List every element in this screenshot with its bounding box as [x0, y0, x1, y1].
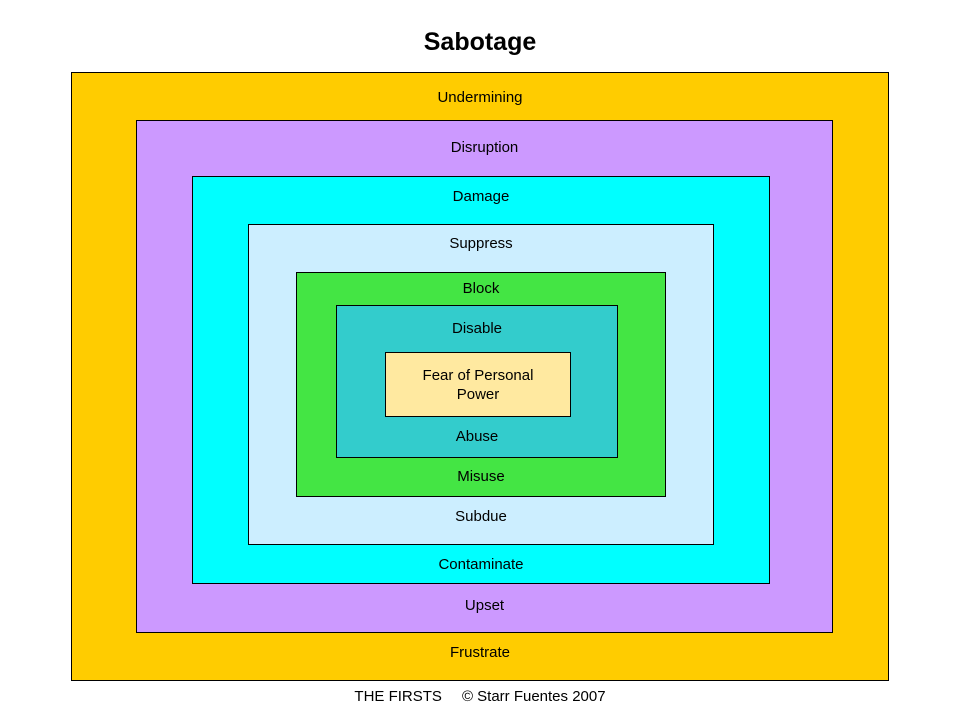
core-label-line-2: Power: [456, 385, 500, 403]
layer-label-block: Block: [462, 280, 500, 297]
footer-title: THE FIRSTS: [354, 688, 442, 705]
layer-label-disruption: Disruption: [450, 139, 519, 156]
layer-label-undermining: Undermining: [437, 89, 523, 106]
layer-label-subdue: Subdue: [455, 508, 507, 525]
layer-label-contaminate: Contaminate: [438, 556, 524, 573]
layer-disruption-upset: Disruption Upset Damage Contaminate Supp…: [136, 120, 833, 633]
layer-undermining-frustrate: Undermining Frustrate Disruption Upset D…: [71, 72, 889, 681]
layer-label-disable: Disable: [451, 320, 503, 337]
layer-label-suppress: Suppress: [449, 235, 513, 252]
layer-block-misuse: Block Misuse Disable Abuse Fear of Perso…: [296, 272, 666, 497]
footer-copyright: © Starr Fuentes 2007: [461, 688, 606, 705]
core-box: Fear of Personal Power: [385, 352, 571, 417]
layer-label-frustrate: Frustrate: [449, 644, 510, 661]
layer-damage-contaminate: Damage Contaminate Suppress Subdue Block…: [192, 176, 770, 584]
layer-label-upset: Upset: [464, 597, 505, 614]
footer: THE FIRSTS © Starr Fuentes 2007: [0, 688, 960, 705]
layer-suppress-subdue: Suppress Subdue Block Misuse Disable Abu…: [248, 224, 714, 545]
layer-label-misuse: Misuse: [457, 468, 505, 485]
core-label: Fear of Personal Power: [386, 353, 570, 416]
diagram-title: Sabotage: [423, 28, 537, 56]
core-label-line-1: Fear of Personal: [422, 366, 534, 384]
layer-disable-abuse: Disable Abuse Fear of Personal Power: [336, 305, 618, 458]
layer-label-abuse: Abuse: [455, 428, 499, 445]
layer-label-damage: Damage: [452, 188, 510, 205]
